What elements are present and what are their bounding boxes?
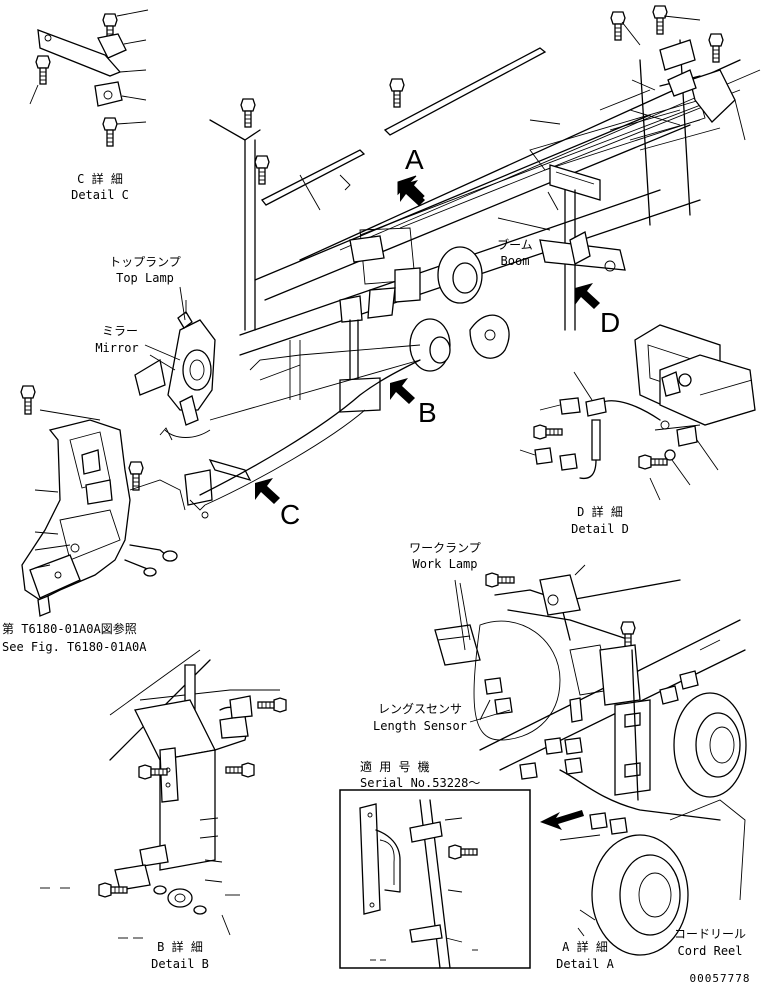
mirror-label: Mirror [95, 341, 139, 355]
work-lamp-label-jp: ワークランプ [409, 541, 481, 555]
view-arrow-b [390, 378, 415, 404]
boom-label: Boom [500, 254, 530, 268]
mirror-and-top-lamp-drawing [134, 300, 216, 441]
top-lamp-label-jp: トップランプ [109, 255, 181, 269]
cord-reel-label-jp: コードリール [673, 927, 746, 941]
view-letter-b: B [418, 397, 437, 428]
left-bracket-drawing [20, 385, 186, 617]
serial-number-detail-box [339, 789, 531, 969]
detail-a-label: Detail A [556, 957, 614, 971]
detail-b-label: Detail B [151, 957, 209, 971]
work-lamp-label: Work Lamp [412, 557, 478, 571]
detail-c-label-jp: C 詳 細 [77, 172, 123, 186]
mirror-label-jp: ミラー [101, 324, 138, 338]
see-figure-label: See Fig. T6180-01A0A [2, 640, 147, 654]
boom-assembly-drawing [184, 5, 761, 519]
detail-a-label-jp: A 詳 細 [562, 940, 608, 954]
view-letter-c: C [280, 499, 301, 530]
detail-d-label-jp: D 詳 細 [577, 505, 623, 519]
view-arrow-d [575, 283, 600, 309]
detail-d-drawing [519, 324, 756, 501]
view-arrow-c [255, 478, 280, 504]
boom-label-jp: ブーム [497, 238, 533, 252]
detail-c-label: Detail C [71, 188, 129, 202]
view-arrow-a [400, 180, 425, 206]
top-lamp-label: Top Lamp [116, 271, 174, 285]
serial-label-jp: 適 用 号 機 [360, 760, 430, 774]
serial-label: Serial No.53228～ [360, 776, 481, 790]
view-letter-a: A [405, 144, 424, 175]
length-sensor-label: Length Sensor [373, 719, 467, 733]
detail-b-label-jp: B 詳 細 [157, 940, 203, 954]
length-sensor-label-jp: レングスセンサ [377, 702, 462, 716]
see-figure-label-jp: 第 T6180-01A0A図参照 [2, 622, 137, 636]
cord-reel-label: Cord Reel [677, 944, 743, 958]
detail-b-drawing [40, 649, 287, 939]
view-letter-d: D [600, 307, 621, 338]
detail-c-drawing [29, 9, 149, 147]
detail-d-label: Detail D [571, 522, 629, 536]
drawing-number: 00057778 [689, 972, 751, 985]
